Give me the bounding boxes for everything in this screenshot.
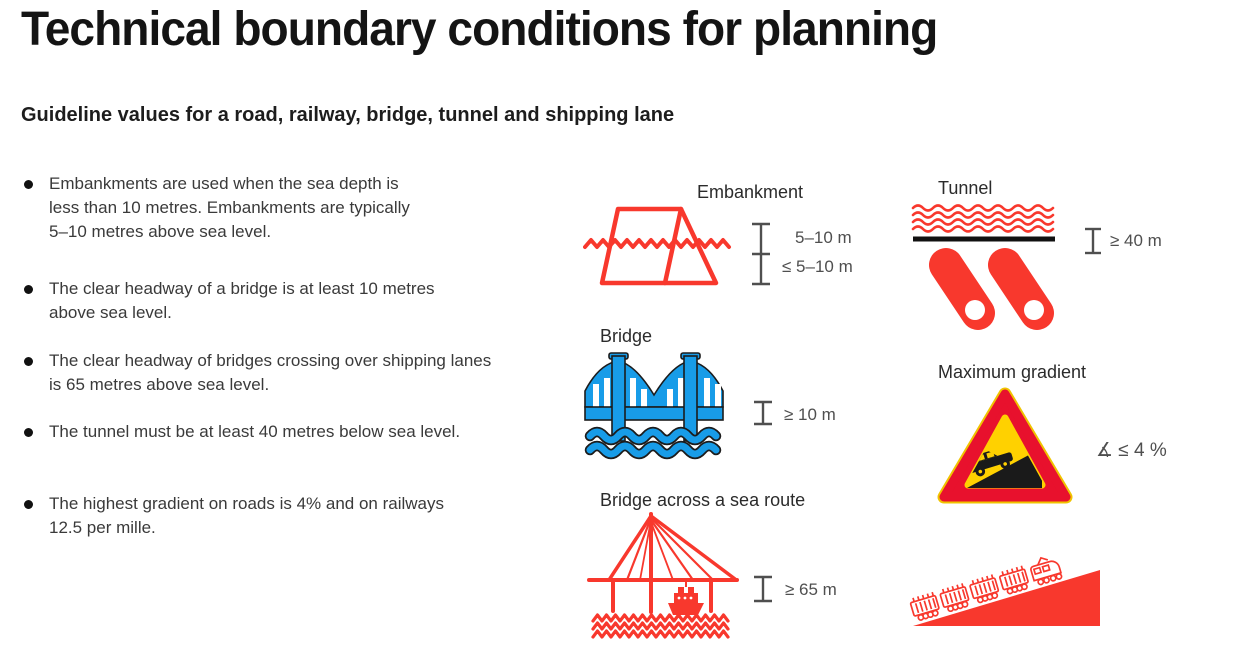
bridge-icon — [584, 352, 724, 460]
bullet-list: Embankments are used when the sea depth … — [22, 172, 607, 540]
gradient-warning-sign-icon — [937, 387, 1073, 504]
bridge-measure-bar-icon — [754, 400, 772, 426]
bullet-icon — [24, 500, 33, 509]
list-item: The tunnel must be at least 40 metres be… — [22, 420, 607, 444]
embankment-icon — [583, 206, 731, 286]
embankment-label: Embankment — [697, 182, 804, 202]
sea-route-measure-bar-icon — [754, 575, 772, 603]
embankment-measure-top: 5–10 m — [795, 228, 852, 247]
embankment-measure-bottom: ≤ 5–10 m — [782, 257, 853, 276]
list-item: Embankments are used when the sea depth … — [22, 172, 607, 244]
sea-route-bridge-icon — [587, 512, 739, 639]
bullet-text: The clear headway of bridges crossing ov… — [49, 351, 492, 394]
bullet-icon — [24, 180, 33, 189]
max-gradient-measure: ∡ ≤ 4 % — [1096, 440, 1167, 461]
page-title: Technical boundary conditions for planni… — [21, 3, 938, 56]
bullet-icon — [24, 285, 33, 294]
bullet-icon — [24, 428, 33, 437]
list-item: The highest gradient on roads is 4% and … — [22, 492, 607, 540]
tunnel-measure: ≥ 40 m — [1110, 231, 1162, 250]
list-item: The clear headway of bridges crossing ov… — [22, 349, 607, 397]
bullet-icon — [24, 357, 33, 366]
tunnel-measure-bar-icon — [1085, 227, 1101, 255]
embankment-measure-bar-icon — [752, 222, 770, 286]
sea-route-measure: ≥ 65 m — [785, 580, 837, 599]
list-item: The clear headway of a bridge is at leas… — [22, 277, 607, 325]
page-subtitle: Guideline values for a road, railway, br… — [21, 104, 675, 126]
bridge-measure: ≥ 10 m — [784, 405, 836, 424]
train-on-slope-icon — [909, 556, 1100, 626]
max-gradient-label: Maximum gradient — [938, 362, 1087, 382]
bullet-text: Embankments are used when the sea depth … — [49, 174, 410, 241]
tunnel-label: Tunnel — [938, 178, 993, 198]
sea-route-bridge-label: Bridge across a sea route — [600, 490, 806, 510]
bullet-text: The tunnel must be at least 40 metres be… — [49, 422, 461, 441]
bullet-text: The clear headway of a bridge is at leas… — [49, 279, 435, 322]
bullet-text: The highest gradient on roads is 4% and … — [49, 494, 445, 537]
bridge-label: Bridge — [600, 326, 653, 346]
tunnel-icon — [911, 204, 1055, 330]
